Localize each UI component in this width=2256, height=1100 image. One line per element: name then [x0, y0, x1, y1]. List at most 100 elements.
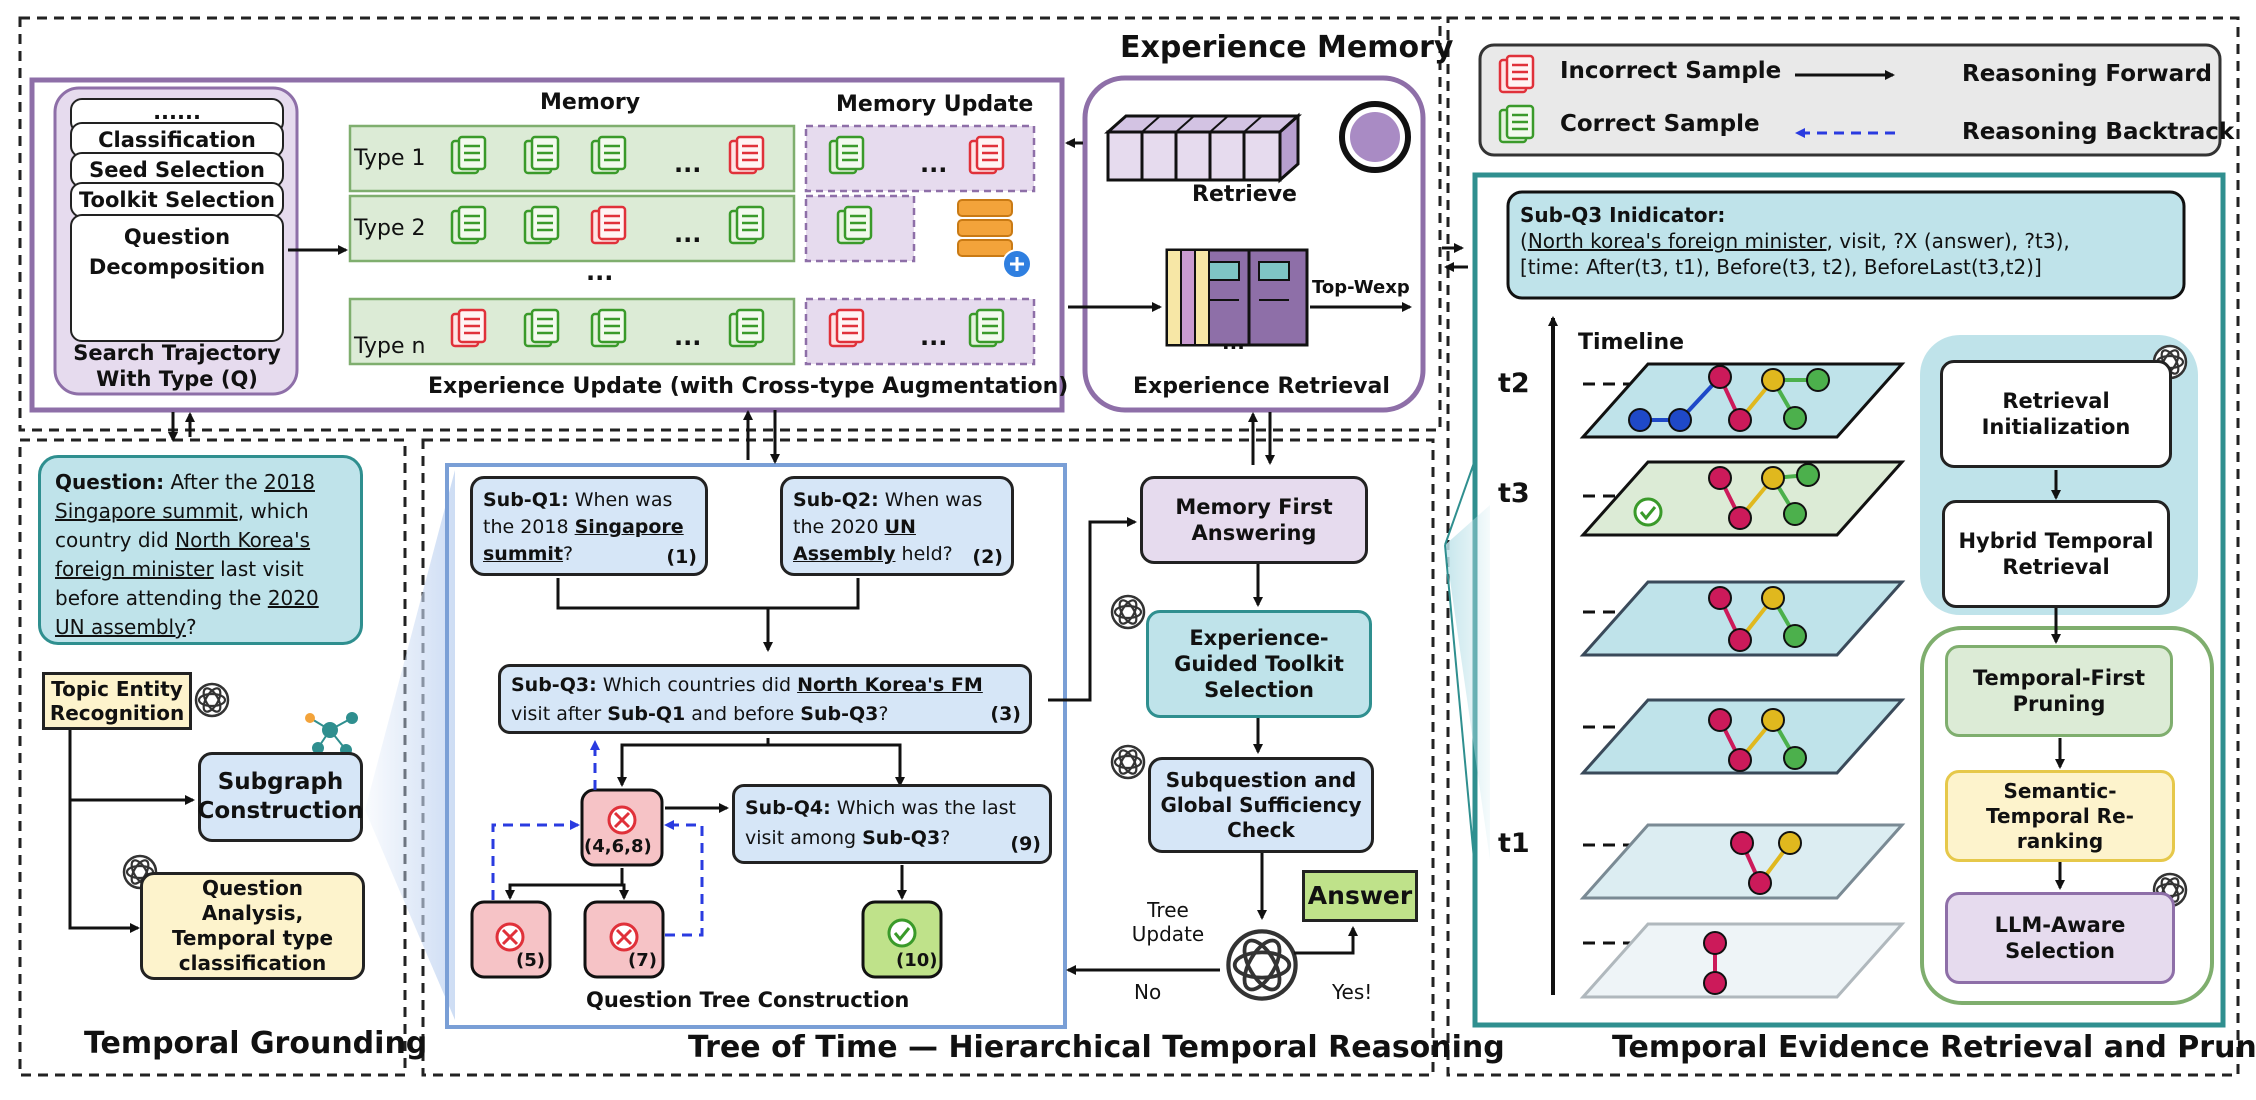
rown-ellipsis: ...	[674, 323, 702, 351]
subq1-entity: Singapore summit	[483, 516, 684, 565]
subq3-ref-1: Sub-Q1	[607, 703, 686, 725]
question-text-4: ?	[185, 615, 197, 639]
stack-toolkit-selection: Toolkit Selection	[70, 182, 284, 218]
row1-ellipsis: ...	[674, 150, 702, 178]
memory-first-box: Memory First Answering	[1140, 476, 1368, 564]
evidence-retrieval-title: Temporal Evidence Retrieval and Pruning	[1612, 1030, 2256, 1065]
question-text-1: After the	[170, 470, 265, 494]
subq3-text-4: ?	[878, 703, 889, 725]
subq4-box: Sub-Q4: Which was the last visit among S…	[732, 784, 1052, 864]
network-icon	[305, 712, 358, 756]
subq1-text-2: ?	[563, 543, 574, 565]
llm-selection-box: LLM-Aware Selection	[1945, 892, 2175, 984]
memory-row-type2	[348, 194, 796, 263]
top-wexp-label: Top-Wexp	[1312, 277, 1410, 298]
experience-memory-title: Experience Memory	[1120, 30, 1454, 65]
question-mark-icon	[1339, 101, 1411, 173]
subq3-text-2: visit after	[511, 703, 608, 725]
central-llm-icon	[1226, 929, 1298, 1001]
tree-of-time-frame	[421, 438, 1435, 1077]
legend-correct: Correct Sample	[1560, 111, 1760, 137]
question-decomposition-card: Question Decomposition	[70, 214, 284, 342]
subq1-label: Sub-Q1:	[483, 489, 569, 511]
legend-forward: Reasoning Forward	[1962, 61, 2212, 87]
subq2-text-2: held?	[895, 543, 953, 565]
update-rown-ellipsis: ...	[920, 323, 948, 351]
subq2-number: (2)	[972, 546, 1003, 568]
experience-memory-frame	[18, 16, 1442, 432]
knowledge-graph-nodes	[1628, 365, 1830, 995]
tree-node-5	[470, 900, 552, 979]
t1-label: t1	[1498, 828, 1530, 859]
subq4-text-2: ?	[940, 827, 951, 849]
question-text-3: last visit before attending the	[55, 557, 304, 610]
question-label: Question:	[55, 470, 165, 494]
question-text-2: , which country did	[55, 499, 309, 552]
memory-row-typen	[348, 297, 796, 366]
tree-of-time-title: Tree of Time — Hierarchical Temporal Rea…	[688, 1030, 1505, 1065]
node-5-label: (5)	[516, 950, 545, 971]
question-analysis-box: Question Analysis, Temporal type classif…	[140, 872, 365, 980]
node-10-label: (10)	[896, 950, 938, 971]
question-entity-3: 2020 UN assembly	[55, 586, 319, 639]
subq4-number: (9)	[1010, 833, 1041, 855]
backtrack-arrows	[491, 740, 704, 937]
subq3-ref-2: Sub-Q3	[800, 703, 879, 725]
llm-icon	[1110, 744, 1146, 780]
subq1-text-1: When was the 2018	[483, 489, 673, 538]
flow-arrows	[68, 138, 2065, 975]
question-entity-2: North Korea's foreign minister	[55, 528, 311, 581]
subq4-text-1: Which was the last visit among	[745, 797, 1016, 849]
memory-row-type1	[348, 124, 796, 193]
topic-entity-box: Topic Entity Recognition	[42, 672, 192, 730]
bookshelf-icon	[1165, 248, 1309, 347]
subgraph-box: Subgraph Construction	[197, 752, 364, 842]
subq3-entity: North Korea's FM	[797, 674, 983, 696]
llm-icon	[194, 682, 230, 718]
subq4-label: Sub-Q4:	[745, 797, 831, 819]
indicator-entity: North korea's foreign minister	[1527, 229, 1827, 253]
update-row1-ellipsis: ...	[920, 150, 948, 178]
node-7-label: (7)	[628, 950, 657, 971]
t2-label: t2	[1498, 368, 1530, 399]
incorrect-sample-icon	[1498, 54, 1535, 94]
row2-ellipsis: ...	[674, 220, 702, 248]
subq3-text-1: Which countries did	[596, 674, 798, 696]
indicator-text: Sub-Q3 Inidicator: (North korea's foreig…	[1520, 202, 2180, 280]
rows-middle-ellipsis: ...	[586, 258, 614, 286]
indicator-box	[1506, 190, 2186, 300]
subq2-box: Sub-Q2: When was the 2020 UN Assembly he…	[780, 476, 1014, 576]
memory-update-title: Memory Update	[836, 92, 1034, 117]
indicator-open: (	[1520, 229, 1528, 253]
subq3-text-3: and before	[685, 703, 801, 725]
subq2-text-1: When was the 2020	[793, 489, 983, 538]
temporal-pruning-box: Temporal-First Pruning	[1945, 645, 2173, 737]
subq1-number: (1)	[666, 546, 697, 568]
question-tree-caption: Question Tree Construction	[586, 988, 910, 1012]
memory-bank-icon	[1104, 112, 1302, 184]
llm-icon	[1110, 594, 1146, 630]
subq3-box: Sub-Q3: Which countries did North Korea'…	[498, 664, 1032, 734]
no-label: No	[1134, 980, 1162, 1004]
indicator-text-1: , visit, ?X (answer), ?t3),	[1826, 229, 2070, 253]
subq1-box: Sub-Q1: When was the 2018 Singapore summ…	[470, 476, 708, 576]
search-trajectory-label: Search Trajectory With Type (Q)	[73, 341, 281, 391]
subq4-ref: Sub-Q3	[862, 827, 941, 849]
answer-box: Answer	[1302, 870, 1418, 922]
tree-node-10	[861, 900, 943, 979]
subq2-entity: UN Assembly	[793, 516, 916, 565]
legend-box	[1478, 43, 2222, 157]
type2-label: Type 2	[354, 216, 426, 241]
memory-frame	[29, 77, 1065, 413]
zoom-cone-blue	[365, 470, 455, 1020]
tree-update-label: Tree Update	[1131, 898, 1205, 946]
experience-retrieval-label: Experience Retrieval	[1133, 374, 1390, 399]
yes-label: Yes!	[1332, 980, 1373, 1004]
typen-label: Type n	[354, 334, 426, 359]
node-468-label: (4,6,8)	[584, 836, 652, 857]
timeline-label: Timeline	[1578, 330, 1685, 355]
subq2-label: Sub-Q2:	[793, 489, 879, 511]
sufficiency-check-box: Subquestion and Global Sufficiency Check	[1148, 757, 1374, 853]
zoom-cone-teal	[1445, 505, 1490, 860]
subq3-label: Sub-Q3:	[511, 674, 597, 696]
